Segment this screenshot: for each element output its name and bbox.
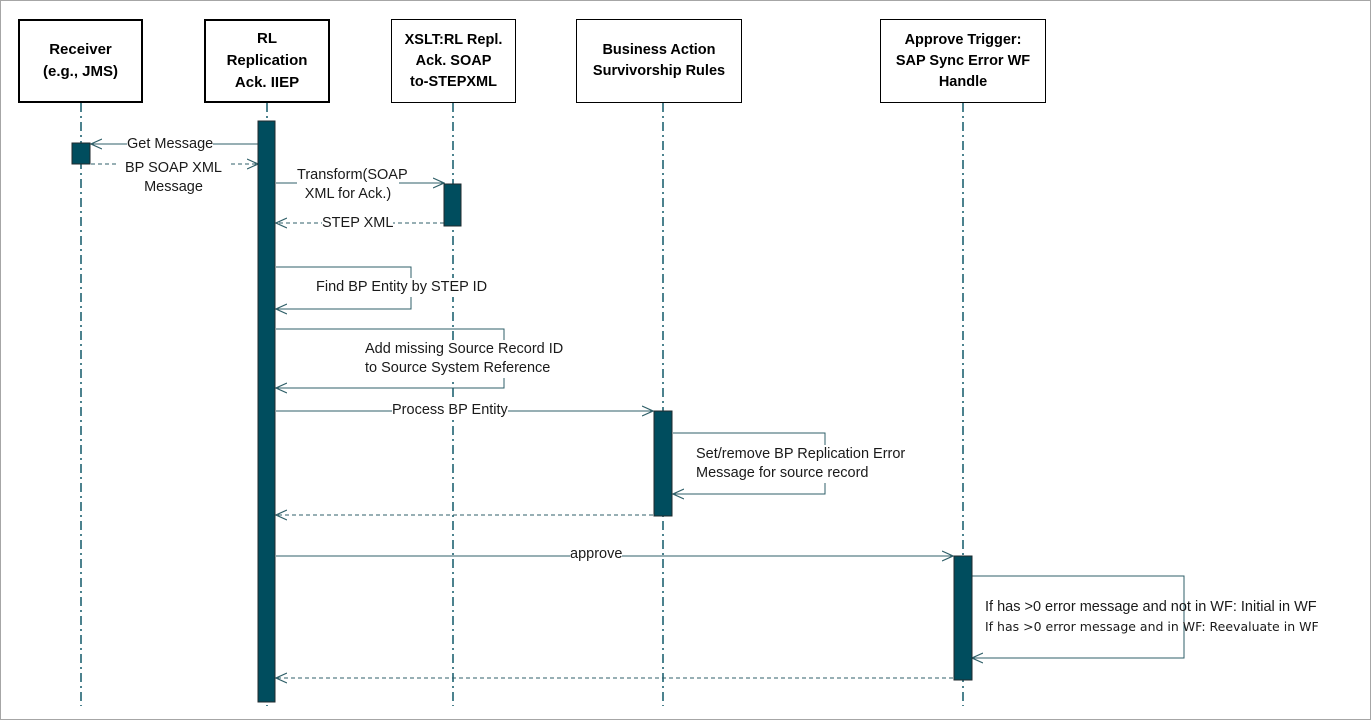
label-find-bp-entity: Find BP Entity by STEP ID — [316, 278, 488, 297]
activation-business-action — [653, 410, 673, 517]
participant-business-action: Business Action Survivorship Rules — [576, 19, 742, 103]
label-process-bp-entity: Process BP Entity — [392, 401, 508, 420]
label-step-xml: STEP XML — [322, 214, 394, 233]
label-set-remove: Set/remove BP Replication Error Message … — [696, 445, 906, 483]
activation-approve-trigger — [953, 555, 973, 681]
label-get-message: Get Message — [127, 135, 214, 154]
activation-xslt — [443, 183, 462, 227]
label-bp-soap-xml: BP SOAP XML Message — [116, 159, 231, 197]
participant-iiep: RL Replication Ack. IIEP — [204, 19, 330, 103]
label-transform: Transform(SOAP XML for Ack.) — [297, 166, 408, 204]
participant-xslt: XSLT:RL Repl. Ack. SOAP to-STEPXML — [391, 19, 516, 103]
participant-approve-trigger: Approve Trigger: SAP Sync Error WF Handl… — [880, 19, 1046, 103]
activation-receiver — [71, 142, 91, 165]
arrow-wf-handle — [972, 575, 1185, 658]
label-wf-notes: If has >0 error message and not in WF: I… — [985, 599, 1319, 634]
label-approve: approve — [570, 545, 623, 564]
activation-iiep — [257, 120, 276, 703]
label-add-missing: Add missing Source Record ID to Source S… — [365, 340, 564, 378]
participant-receiver: Receiver (e.g., JMS) — [18, 19, 143, 103]
